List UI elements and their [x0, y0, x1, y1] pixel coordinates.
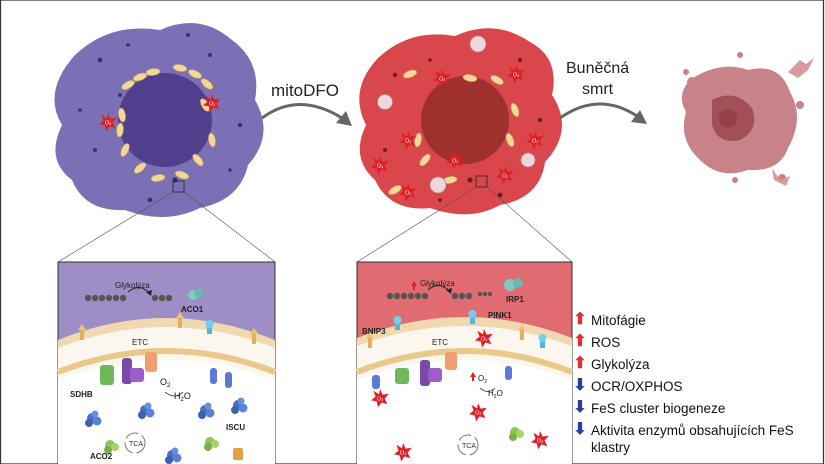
irp1-label: IRP1: [506, 295, 524, 304]
left-etc-label: ETC: [132, 338, 148, 347]
zoom-box: [475, 175, 488, 188]
mitophagy-vesicles: [377, 35, 536, 194]
down-arrow-icon: ⬇: [573, 399, 587, 416]
legend-item-ros: ⬆ ROS: [573, 333, 621, 351]
legend-item-fes-biogenesis: ⬇ FeS cluster biogeneze: [573, 399, 726, 417]
right-tca-label: TCA: [462, 443, 476, 450]
arrow-label-death-2: smrt: [582, 81, 614, 98]
treated-mitochondria-detail: Glykolýza IRP1 PINK1 BNIP3 ETC: [355, 261, 574, 464]
irp1-protein: [504, 278, 523, 291]
legend-item-glycolysis: ⬆ Glykolýza: [573, 355, 650, 373]
effects-legend: ⬆ Mitofágie ⬆ ROS ⬆ Glykolýza ⬇ OCR/OXPH…: [572, 312, 822, 462]
sdhb-label: SDHB: [70, 390, 93, 399]
bnip3-label: BNIP3: [362, 327, 386, 336]
up-arrow-icon: ⬆: [573, 333, 587, 350]
treated-cell: [359, 28, 562, 215]
up-arrow-icon: ⬆: [573, 311, 587, 328]
legend-item-mitophagy: ⬆ Mitofágie: [573, 311, 646, 329]
svg-text:O2: O2: [478, 374, 487, 385]
pink1-label: PINK1: [488, 311, 512, 320]
up-arrow-icon: ⬆: [573, 355, 587, 372]
arrow-label-death-1: Buněčná: [566, 60, 629, 77]
legend-item-fes-enzymes: ⬇ Aktivita enzymů obsahujících FeS klast…: [573, 421, 794, 456]
right-glycolysis-label: Glykolýza: [420, 279, 455, 288]
healthy-mitochondria-detail: Glykolýza ACO1 ETC O2 H2O SDHB: [56, 261, 277, 464]
aco2-label: ACO2: [90, 452, 113, 461]
zoom-box: [172, 180, 185, 193]
legend-item-ocr: ⬇ OCR/OXPHOS: [573, 377, 683, 395]
aco1-label: ACO1: [181, 305, 204, 314]
membrane-receptors: [78, 312, 258, 344]
down-arrow-icon: ⬇: [573, 421, 587, 438]
arrow-label-mitodfo: mitoDFO: [271, 81, 339, 100]
nucleus: [118, 73, 212, 167]
svg-text:H2O: H2O: [488, 389, 503, 400]
dead-cell: [681, 52, 814, 186]
down-arrow-icon: ⬇: [573, 377, 587, 394]
healthy-cell: [54, 22, 264, 218]
etc-complexes: [372, 352, 512, 389]
etc-complexes: [100, 352, 232, 388]
arrow-cell-death: [559, 102, 641, 120]
iscu-label: ISCU: [226, 423, 245, 432]
left-glycolysis-label: Glykolýza: [115, 281, 150, 290]
right-etc-label: ETC: [432, 338, 448, 347]
svg-text:O2: O2: [160, 377, 171, 389]
nucleus: [421, 76, 509, 164]
arrow-mitodfo: [261, 103, 346, 122]
left-tca-label: TCA: [129, 441, 143, 448]
aco1-protein: [188, 288, 204, 300]
membrane-receptors: [366, 310, 547, 348]
